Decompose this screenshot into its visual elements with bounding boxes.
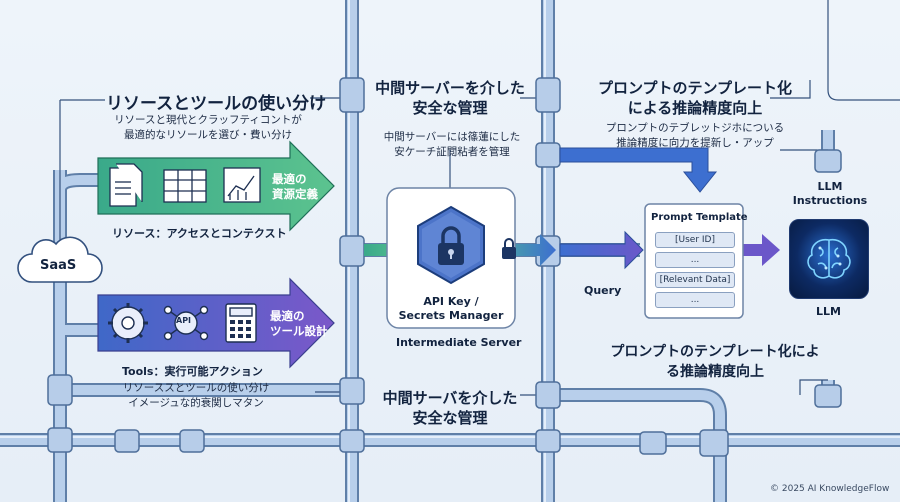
- llm-instructions-line1: LLM: [817, 180, 843, 193]
- server-label: API Key / Secrets Manager: [394, 295, 508, 323]
- prompt-template-bottom-line2: る推論精度向上: [666, 364, 764, 380]
- tools-arrow-label: 最適の ツール設計: [270, 309, 328, 339]
- saas-cloud: [17, 236, 103, 283]
- tools-note-line2: イメージュな的衰関しマタン: [128, 397, 264, 409]
- secure-management-subtitle: 中間サーバーには篠蓮にした 安ケーチ証閲粘者を管理: [372, 130, 532, 160]
- brain-icon: [807, 238, 851, 279]
- prompt-template-bottom-line1: プロンプトのテンプレート化によ: [610, 344, 820, 360]
- prompt-template-sub-line2: 推論精度に向力を提新し・アップ: [616, 137, 774, 149]
- prompt-template-card-title: Prompt Template: [651, 212, 748, 223]
- secure-management-title-line1: 中間サーバーを介した: [375, 79, 525, 97]
- template-row-ellipsis-2: ...: [655, 292, 735, 308]
- secure-management-bottom-line2: 安全な管理: [412, 409, 488, 427]
- query-arrow: [559, 230, 644, 270]
- prompt-template-title: プロンプトのテンプレート化 による推論精度向上: [580, 78, 810, 118]
- saas-label: SaaS: [40, 258, 77, 273]
- prompt-template-title-line2: による推論精度向上: [627, 99, 763, 117]
- llm-brain-icon: [789, 219, 869, 299]
- tools-arrow-line1: 最適の: [270, 309, 305, 323]
- template-row-relevant-data: [Relevant Data]: [655, 272, 735, 288]
- prompt-template-title-line1: プロンプトのテンプレート化: [597, 79, 793, 97]
- tools-note-line1: リソーススとツールの使い分け: [122, 382, 270, 394]
- secure-management-bottom-line1: 中間サーバを介した: [382, 389, 518, 407]
- template-row-user-id: [User ID]: [655, 232, 735, 248]
- secure-management-title-line2: 安全な管理: [412, 99, 488, 117]
- resource-arrow-line2: 資源定義: [272, 187, 318, 201]
- llm-instructions-line2: Instructions: [792, 194, 868, 207]
- resource-tools-subtitle: リソースと現代とクラッフティコントが 最適的なリソールを選び・費い分け: [110, 113, 306, 143]
- template-row-ellipsis-1: ...: [655, 252, 735, 268]
- tools-arrow-line2: ツール設計: [270, 324, 328, 338]
- resource-arrow: [97, 140, 335, 232]
- secure-management-bottom-title: 中間サーバを介した 安全な管理: [370, 388, 530, 428]
- tools-note: リソーススとツールの使い分け イメージュな的衰関しマタン: [106, 381, 286, 411]
- tools-arrow: [97, 277, 335, 369]
- secure-management-sub-line1: 中間サーバーには篠蓮にした: [383, 131, 521, 143]
- server-label-line1: API Key /: [423, 295, 479, 308]
- resource-arrow-line1: 最適の: [272, 172, 307, 186]
- resource-tools-title: リソースとツールの使い分け: [106, 94, 327, 114]
- resource-tools-subtitle-line2: 最適的なリソールを選び・費い分け: [124, 129, 292, 141]
- prompt-template-bottom-title: プロンプトのテンプレート化によ る推論精度向上: [600, 342, 830, 382]
- prompt-template-subtitle: プロンプトのテブレットジホについる 推論精度に向力を提新し・アップ: [590, 121, 800, 151]
- api-badge: API: [176, 316, 192, 325]
- query-label: Query: [584, 284, 622, 297]
- resource-tools-subtitle-line1: リソースと現代とクラッフティコントが: [114, 114, 302, 126]
- server-label-line2: Secrets Manager: [398, 309, 504, 322]
- llm-instructions-label: LLM Instructions: [790, 180, 870, 208]
- secure-management-title: 中間サーバーを介した 安全な管理: [370, 78, 530, 118]
- secure-management-sub-line2: 安ケーチ証閲粘者を管理: [394, 146, 510, 158]
- prompt-template-sub-line1: プロンプトのテブレットジホについる: [605, 122, 785, 134]
- copyright: © 2025 AI KnowledgeFlow: [770, 484, 890, 494]
- resource-caption: リソース：アクセスとコンテクスト: [112, 227, 287, 240]
- resource-arrow-label: 最適の 資源定義: [272, 172, 318, 202]
- server-caption: Intermediate Server: [396, 336, 522, 349]
- tools-caption: Tools：実行可能アクション: [122, 365, 263, 378]
- llm-label: LLM: [816, 305, 841, 318]
